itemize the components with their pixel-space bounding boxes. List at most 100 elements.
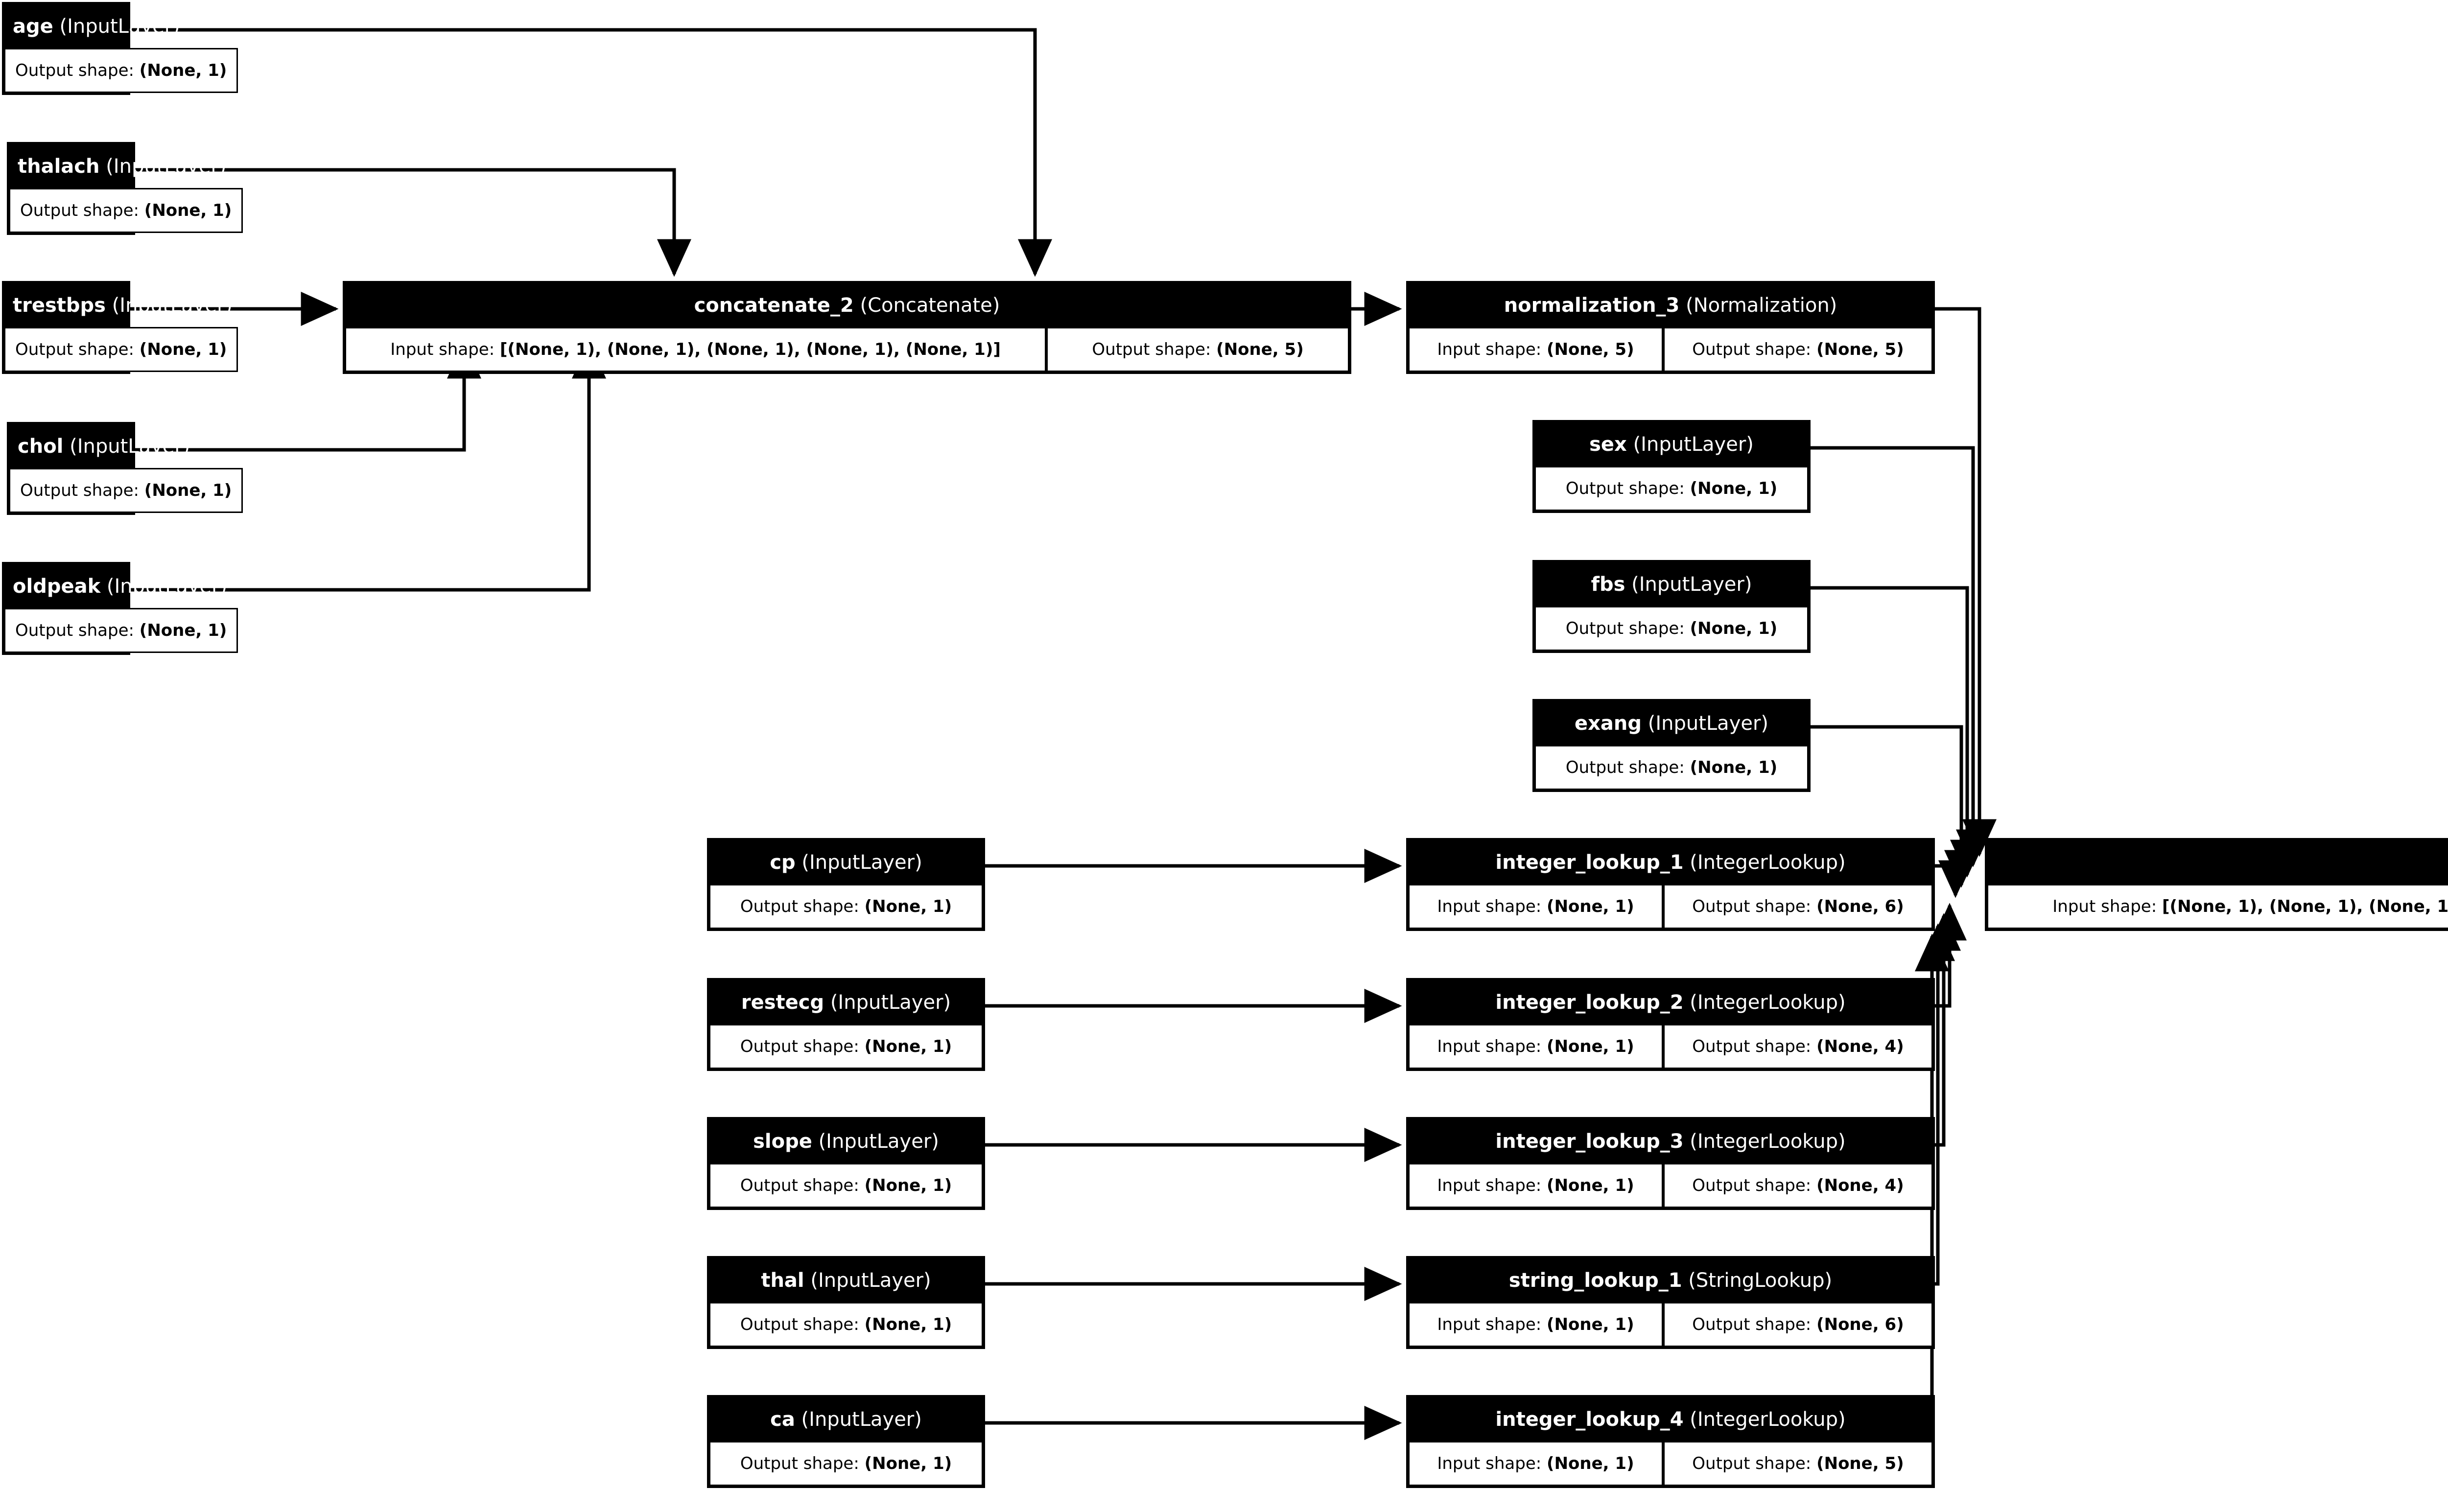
- node-layer-class: (InputLayer): [105, 294, 233, 317]
- node-title-integer_lookup_3: integer_lookup_3 (IntegerLookup): [1408, 1119, 1933, 1163]
- node-title-string_lookup_1: string_lookup_1 (StringLookup): [1408, 1258, 1933, 1302]
- output-shape-chol-value: (None, 1): [144, 481, 232, 500]
- input-shape-concatenate_2-value: [(None, 1), (None, 1), (None, 1), (None,…: [499, 340, 1001, 359]
- node-title-thalach: thalach (InputLayer): [9, 144, 227, 188]
- node-title-normalization_3: normalization_3 (Normalization): [1408, 283, 1933, 327]
- node-shape-row-restecg: Output shape: (None, 1): [709, 1024, 983, 1069]
- node-layer-class: (IntegerLookup): [1683, 851, 1846, 874]
- output-shape-integer_lookup_3-value: (None, 4): [1816, 1176, 1904, 1195]
- input-shape-concatenate_3-value: [(None, 1), (None, 1), (None, 1), (None,…: [2162, 897, 2448, 916]
- node-layer-class: (InputLayer): [53, 15, 180, 38]
- edge-age-to-concatenate_2: [130, 28, 1052, 277]
- node-layer-class: (StringLookup): [1682, 1269, 1833, 1292]
- node-layer-class: (IntegerLookup): [1683, 1130, 1846, 1153]
- node-title-integer_lookup_2: integer_lookup_2 (IntegerLookup): [1408, 980, 1933, 1024]
- input-shape-integer_lookup_2-value: (None, 1): [1547, 1037, 1634, 1056]
- node-layer-class: (InputLayer): [1642, 712, 1769, 735]
- node-layer-name: chol: [18, 435, 64, 458]
- node-integer_lookup_3[interactable]: integer_lookup_3 (IntegerLookup)Input sh…: [1406, 1117, 1935, 1210]
- output-shape-integer_lookup_1-value: (None, 6): [1816, 897, 1904, 916]
- node-restecg[interactable]: restecg (InputLayer)Output shape: (None,…: [707, 978, 985, 1071]
- output-shape-thal-value: (None, 1): [864, 1315, 952, 1334]
- node-layer-class: (InputLayer): [824, 991, 951, 1014]
- node-layer-name: integer_lookup_1: [1495, 851, 1684, 874]
- node-cp[interactable]: cp (InputLayer)Output shape: (None, 1): [707, 838, 985, 931]
- node-shape-row-concatenate_3: Input shape: [(None, 1), (None, 1), (Non…: [1987, 884, 2448, 929]
- output-shape-integer_lookup_3: Output shape: (None, 4): [1663, 1163, 1933, 1208]
- edge-normalization_3-to-concatenate_3: [1935, 307, 1997, 857]
- input-shape-concatenate_3: Input shape: [(None, 1), (None, 1), (Non…: [1987, 884, 2448, 929]
- output-shape-sex-value: (None, 1): [1690, 479, 1778, 498]
- output-shape-integer_lookup_4-value: (None, 5): [1816, 1454, 1904, 1473]
- output-shape-integer_lookup_2-value: (None, 4): [1816, 1037, 1904, 1056]
- node-concatenate_3[interactable]: concatenate_3 (Concatenate)Input shape: …: [1985, 838, 2448, 931]
- edge-sex-to-concatenate_3: [1811, 446, 1990, 867]
- node-shape-row-integer_lookup_2: Input shape: (None, 1)Output shape: (Non…: [1408, 1024, 1933, 1069]
- input-shape-integer_lookup_4-value: (None, 1): [1547, 1454, 1634, 1473]
- node-integer_lookup_2[interactable]: integer_lookup_2 (IntegerLookup)Input sh…: [1406, 978, 1935, 1071]
- output-shape-integer_lookup_4: Output shape: (None, 5): [1663, 1441, 1933, 1486]
- output-shape-thalach: Output shape: (None, 1): [9, 188, 243, 233]
- output-shape-slope-value: (None, 1): [864, 1176, 952, 1195]
- node-string_lookup_1[interactable]: string_lookup_1 (StringLookup)Input shap…: [1406, 1256, 1935, 1349]
- output-shape-restecg: Output shape: (None, 1): [709, 1024, 983, 1069]
- node-sex[interactable]: sex (InputLayer)Output shape: (None, 1): [1532, 420, 1811, 513]
- node-title-oldpeak: oldpeak (InputLayer): [4, 564, 227, 608]
- node-layer-name: trestbps: [13, 294, 106, 317]
- output-shape-slope: Output shape: (None, 1): [709, 1163, 983, 1208]
- node-integer_lookup_1[interactable]: integer_lookup_1 (IntegerLookup) Input sh…: [1406, 838, 1935, 931]
- node-title-trestbps: trestbps (InputLayer): [4, 283, 233, 327]
- output-shape-normalization_3: Output shape: (None, 5): [1663, 327, 1933, 372]
- node-layer-name: thal: [761, 1269, 804, 1292]
- edges-group: [130, 28, 1997, 1440]
- node-title-restecg: restecg (InputLayer): [709, 980, 983, 1024]
- output-shape-age: Output shape: (None, 1): [4, 48, 238, 93]
- node-shape-row-integer_lookup_1: Input shape: (None, 1)Output shape: (Non…: [1408, 884, 1933, 929]
- node-ca[interactable]: ca (InputLayer)Output shape: (None, 1): [707, 1395, 985, 1488]
- node-layer-name: ca: [770, 1408, 795, 1431]
- node-trestbps[interactable]: trestbps (InputLayer)Output shape: (None…: [2, 281, 238, 374]
- output-shape-oldpeak-value: (None, 1): [139, 621, 227, 640]
- node-layer-name: cp: [770, 851, 796, 874]
- node-layer-name: integer_lookup_2: [1495, 991, 1684, 1014]
- output-shape-concatenate_2: Output shape: (None, 5): [1046, 327, 1349, 372]
- node-layer-name: concatenate_2: [694, 294, 854, 317]
- node-shape-row-trestbps: Output shape: (None, 1): [4, 327, 238, 372]
- input-shape-string_lookup_1: Input shape: (None, 1): [1408, 1302, 1663, 1347]
- node-chol[interactable]: chol (InputLayer)Output shape: (None, 1): [7, 422, 243, 515]
- node-title-slope: slope (InputLayer): [709, 1119, 983, 1163]
- node-concatenate_2[interactable]: concatenate_2 (Concatenate) Input shape: …: [343, 281, 1351, 374]
- node-fbs[interactable]: fbs (InputLayer)Output shape: (None, 1): [1532, 560, 1811, 653]
- input-shape-string_lookup_1-value: (None, 1): [1547, 1315, 1634, 1334]
- node-title-fbs: fbs (InputLayer): [1534, 562, 1809, 606]
- node-normalization_3[interactable]: normalization_3 (Normalization)Input sha…: [1406, 281, 1935, 374]
- input-shape-integer_lookup_2: Input shape: (None, 1): [1408, 1024, 1663, 1069]
- node-layer-class: (InputLayer): [812, 1130, 939, 1153]
- output-shape-string_lookup_1-value: (None, 6): [1816, 1315, 1904, 1334]
- node-oldpeak[interactable]: oldpeak (InputLayer)Output shape: (None,…: [2, 562, 238, 655]
- edge-integer_lookup_1-to-concatenate_3: [1935, 860, 1973, 898]
- node-age[interactable]: age (InputLayer)Output shape: (None, 1): [2, 2, 238, 95]
- node-thalach[interactable]: thalach (InputLayer)Output shape: (None,…: [7, 142, 243, 235]
- node-shape-row-thal: Output shape: (None, 1): [709, 1302, 983, 1347]
- node-shape-row-concatenate_2: Input shape: [(None, 1), (None, 1), (Non…: [345, 327, 1349, 372]
- node-layer-name: normalization_3: [1504, 294, 1680, 317]
- edge-fbs-to-concatenate_3: [1811, 586, 1984, 878]
- node-shape-row-chol: Output shape: (None, 1): [9, 468, 243, 513]
- node-layer-class: (InputLayer): [99, 155, 227, 178]
- input-shape-integer_lookup_1: Input shape: (None, 1): [1408, 884, 1663, 929]
- output-shape-integer_lookup_2: Output shape: (None, 4): [1663, 1024, 1933, 1069]
- node-shape-row-string_lookup_1: Input shape: (None, 1)Output shape: (Non…: [1408, 1302, 1933, 1347]
- edge-exang-to-concatenate_3: [1811, 725, 1978, 888]
- node-title-concatenate_3: concatenate_3 (Concatenate): [1987, 840, 2448, 884]
- node-shape-row-fbs: Output shape: (None, 1): [1534, 606, 1809, 651]
- node-layer-class: (InputLayer): [1625, 573, 1752, 596]
- node-exang[interactable]: exang (InputLayer)Output shape: (None, 1…: [1532, 699, 1811, 792]
- node-thal[interactable]: thal (InputLayer)Output shape: (None, 1): [707, 1256, 985, 1349]
- node-slope[interactable]: slope (InputLayer)Output shape: (None, 1…: [707, 1117, 985, 1210]
- node-layer-class: (Normalization): [1679, 294, 1837, 317]
- node-layer-class: (Concatenate): [853, 294, 1000, 317]
- node-integer_lookup_4[interactable]: integer_lookup_4 (IntegerLookup)Input sh…: [1406, 1395, 1935, 1488]
- node-shape-row-sex: Output shape: (None, 1): [1534, 466, 1809, 511]
